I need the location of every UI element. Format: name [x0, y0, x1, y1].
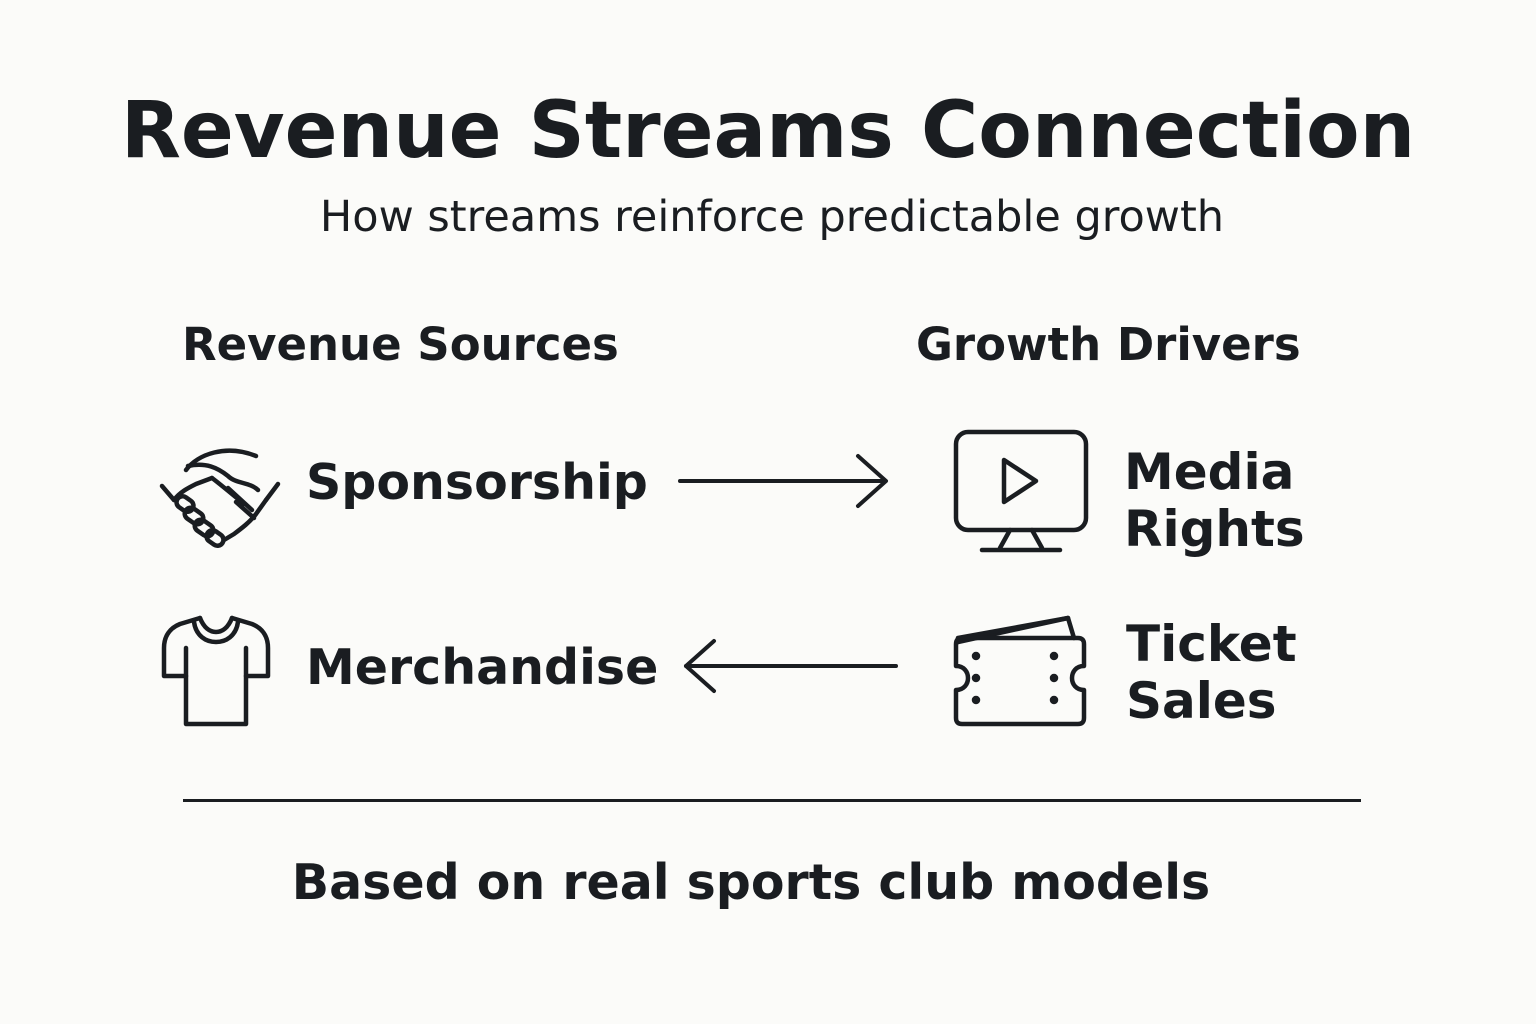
tshirt-icon	[160, 614, 274, 728]
arrow-ticket-sales-to-merchandise	[682, 639, 900, 695]
divider	[183, 799, 1361, 802]
source-label-sponsorship: Sponsorship	[306, 454, 648, 511]
column-heading-growth-drivers: Growth Drivers	[916, 318, 1301, 371]
driver-label-line: Sales	[1126, 672, 1277, 730]
driver-label-line: Ticket	[1126, 615, 1297, 673]
handshake-icon	[158, 444, 284, 554]
arrow-sponsorship-to-media-rights	[678, 454, 890, 510]
tv-play-icon	[952, 428, 1090, 556]
footer-note: Based on real sports club models	[291, 854, 1211, 911]
driver-label-media-rights: Media Rights	[1124, 444, 1305, 558]
source-label-merchandise: Merchandise	[306, 639, 659, 696]
driver-label-line: Rights	[1124, 500, 1305, 558]
column-heading-revenue-sources: Revenue Sources	[182, 318, 619, 371]
driver-label-line: Media	[1124, 443, 1295, 501]
diagram-subtitle: How streams reinforce predictable growth	[319, 192, 1225, 242]
diagram-title: Revenue Streams Connection	[120, 86, 1416, 176]
ticket-icon	[950, 614, 1090, 730]
driver-label-ticket-sales: Ticket Sales	[1126, 616, 1297, 730]
